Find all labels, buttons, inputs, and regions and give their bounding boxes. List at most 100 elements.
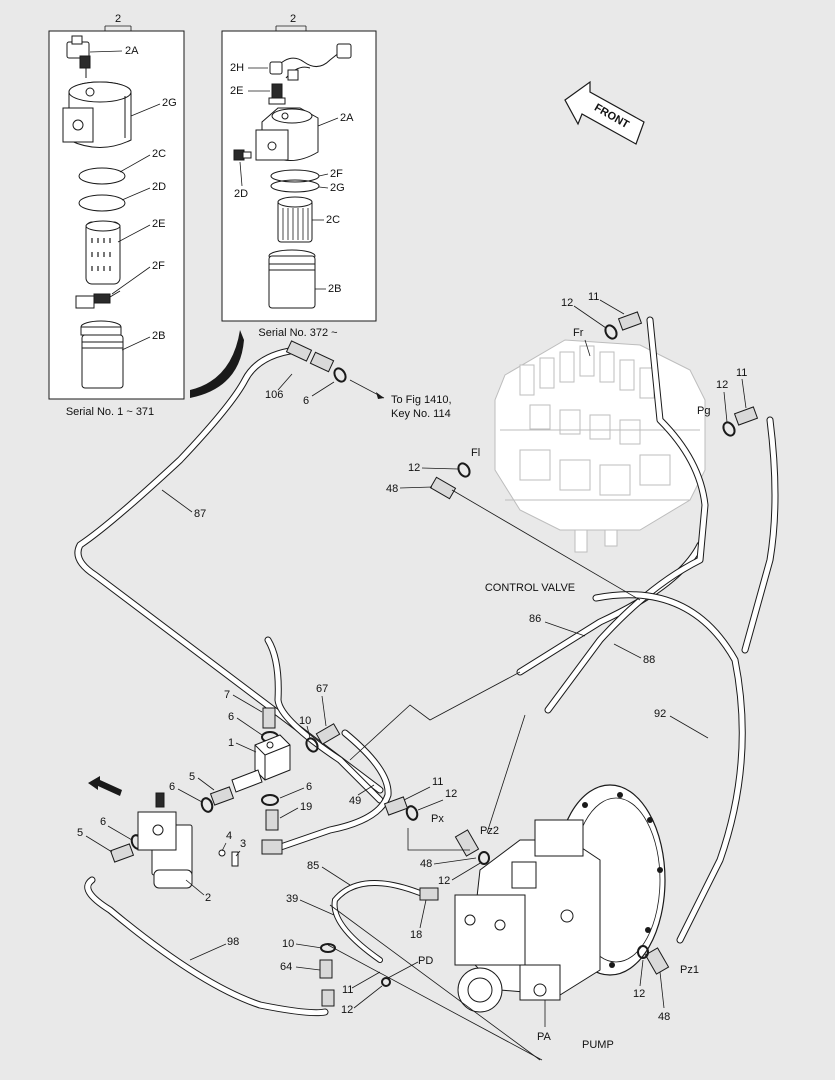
callout-2b-right: 2B xyxy=(328,283,341,295)
port-fr: Fr xyxy=(573,327,584,339)
ref-arrowhead-icon xyxy=(376,392,384,399)
callout-6-b: 6 xyxy=(228,711,234,723)
part-2e-filter-element xyxy=(85,220,121,285)
callout-85: 85 xyxy=(307,860,319,872)
callout-12-pg: 12 xyxy=(716,379,728,391)
part-2c-o-ring xyxy=(78,167,126,185)
callout-labels: 106 6 To Fig 1410, Key No. 114 87 12 11 … xyxy=(77,291,747,1043)
bolt-3 xyxy=(231,851,239,867)
callout-11-pg: 11 xyxy=(736,367,747,379)
callout-2f-left: 2F xyxy=(152,260,165,272)
callout-2d-left: 2D xyxy=(152,181,166,193)
callout-11-fr: 11 xyxy=(588,291,599,303)
hose-88 xyxy=(544,316,709,714)
callout-2h: 2H xyxy=(230,62,244,74)
callout-10-b: 10 xyxy=(282,938,294,950)
callout-48-top: 48 xyxy=(386,483,398,495)
direction-arrow-icon xyxy=(88,776,122,796)
callout-11-b: 11 xyxy=(342,984,353,996)
callout-10-a: 10 xyxy=(299,715,311,727)
part-2b-filter-bowl xyxy=(80,320,124,389)
callout-2e-left: 2E xyxy=(152,218,165,230)
callout-98: 98 xyxy=(227,936,239,948)
port-pz1: Pz1 xyxy=(680,964,699,976)
callout-3: 3 xyxy=(240,838,246,850)
inset-right-top-label: 2 xyxy=(290,13,296,25)
part-2g-backup-ring xyxy=(270,179,320,193)
inset-serial-372: 2 xyxy=(221,13,377,339)
fittings xyxy=(109,311,759,1007)
callout-2g-left: 2G xyxy=(162,97,177,109)
callout-92: 92 xyxy=(654,708,666,720)
port-pz2: Pz2 xyxy=(480,825,499,837)
hose-85 xyxy=(331,880,423,963)
callout-12-mid: 12 xyxy=(438,875,450,887)
callout-2c-right: 2C xyxy=(326,214,340,226)
washer-4 xyxy=(218,849,226,857)
port-fl: Fl xyxy=(471,447,480,459)
hose-49 xyxy=(268,729,392,854)
callout-2f-right: 2F xyxy=(330,168,343,180)
part-2h-harness xyxy=(269,43,352,81)
part-2a-filter-head xyxy=(255,107,319,161)
ref-note-line2: Key No. 114 xyxy=(391,408,451,420)
part-2a-connector xyxy=(66,35,91,78)
callout-6-top: 6 xyxy=(303,395,309,407)
valve-block-1 xyxy=(231,734,291,793)
front-arrow-icon: FRONT xyxy=(564,80,645,145)
callout-19: 19 xyxy=(300,801,312,813)
callout-2g-right: 2G xyxy=(330,182,345,194)
o-rings xyxy=(130,324,736,987)
hose-87 xyxy=(74,346,384,794)
callout-2d-right: 2D xyxy=(234,188,248,200)
control-valve-body xyxy=(494,339,706,553)
callout-7: 7 xyxy=(224,689,230,701)
callout-48-mid: 48 xyxy=(420,858,432,870)
callout-12-fr: 12 xyxy=(561,297,573,309)
port-pg: Pg xyxy=(697,405,710,417)
inset-serial-1-371: 2 xyxy=(48,13,185,418)
callout-49: 49 xyxy=(349,795,361,807)
callout-48-bot: 48 xyxy=(658,1011,670,1023)
transition-arrow-icon xyxy=(190,330,244,398)
callout-2c-left: 2C xyxy=(152,148,166,160)
callout-2: 2 xyxy=(205,892,211,904)
port-px: Px xyxy=(431,813,444,825)
callout-12-fl: 12 xyxy=(408,462,420,474)
callout-5-a: 5 xyxy=(189,771,195,783)
callout-6-c: 6 xyxy=(169,781,175,793)
port-pd: PD xyxy=(418,955,433,967)
filter-assembly-2 xyxy=(137,792,193,889)
pump-label: PUMP xyxy=(582,1039,614,1051)
callout-6-e: 6 xyxy=(100,816,106,828)
callout-106: 106 xyxy=(265,389,283,401)
control-valve-label: CONTROL VALVE xyxy=(485,582,575,594)
callout-87: 87 xyxy=(194,508,206,520)
callout-12-pz1: 12 xyxy=(633,988,645,1000)
part-2d-backup-ring xyxy=(78,194,126,212)
callout-18: 18 xyxy=(410,929,422,941)
part-2g-filter-head xyxy=(62,81,132,148)
part-2b-filter-bowl xyxy=(268,249,316,309)
callout-4: 4 xyxy=(226,830,232,842)
pump-body xyxy=(454,784,666,1013)
callout-39: 39 xyxy=(286,893,298,905)
callout-88: 88 xyxy=(643,654,655,666)
callout-67: 67 xyxy=(316,683,328,695)
callout-86: 86 xyxy=(529,613,541,625)
callout-12-b: 12 xyxy=(341,1004,353,1016)
port-pa: PA xyxy=(537,1031,552,1043)
inset-left-caption: Serial No. 1 ~ 371 xyxy=(66,406,154,418)
part-2e-sensor xyxy=(268,83,286,105)
hose-92 xyxy=(592,416,779,944)
long-leaders xyxy=(327,489,641,1061)
callout-2e-right: 2E xyxy=(230,85,243,97)
inset-right-caption: Serial No. 372 ~ xyxy=(258,327,337,339)
part-2f-indicator xyxy=(75,290,121,309)
callout-6-d: 6 xyxy=(306,781,312,793)
callout-11-px: 11 xyxy=(432,776,443,788)
part-2c-filter-element xyxy=(277,196,313,243)
callout-64: 64 xyxy=(280,961,292,973)
callout-1: 1 xyxy=(228,737,234,749)
